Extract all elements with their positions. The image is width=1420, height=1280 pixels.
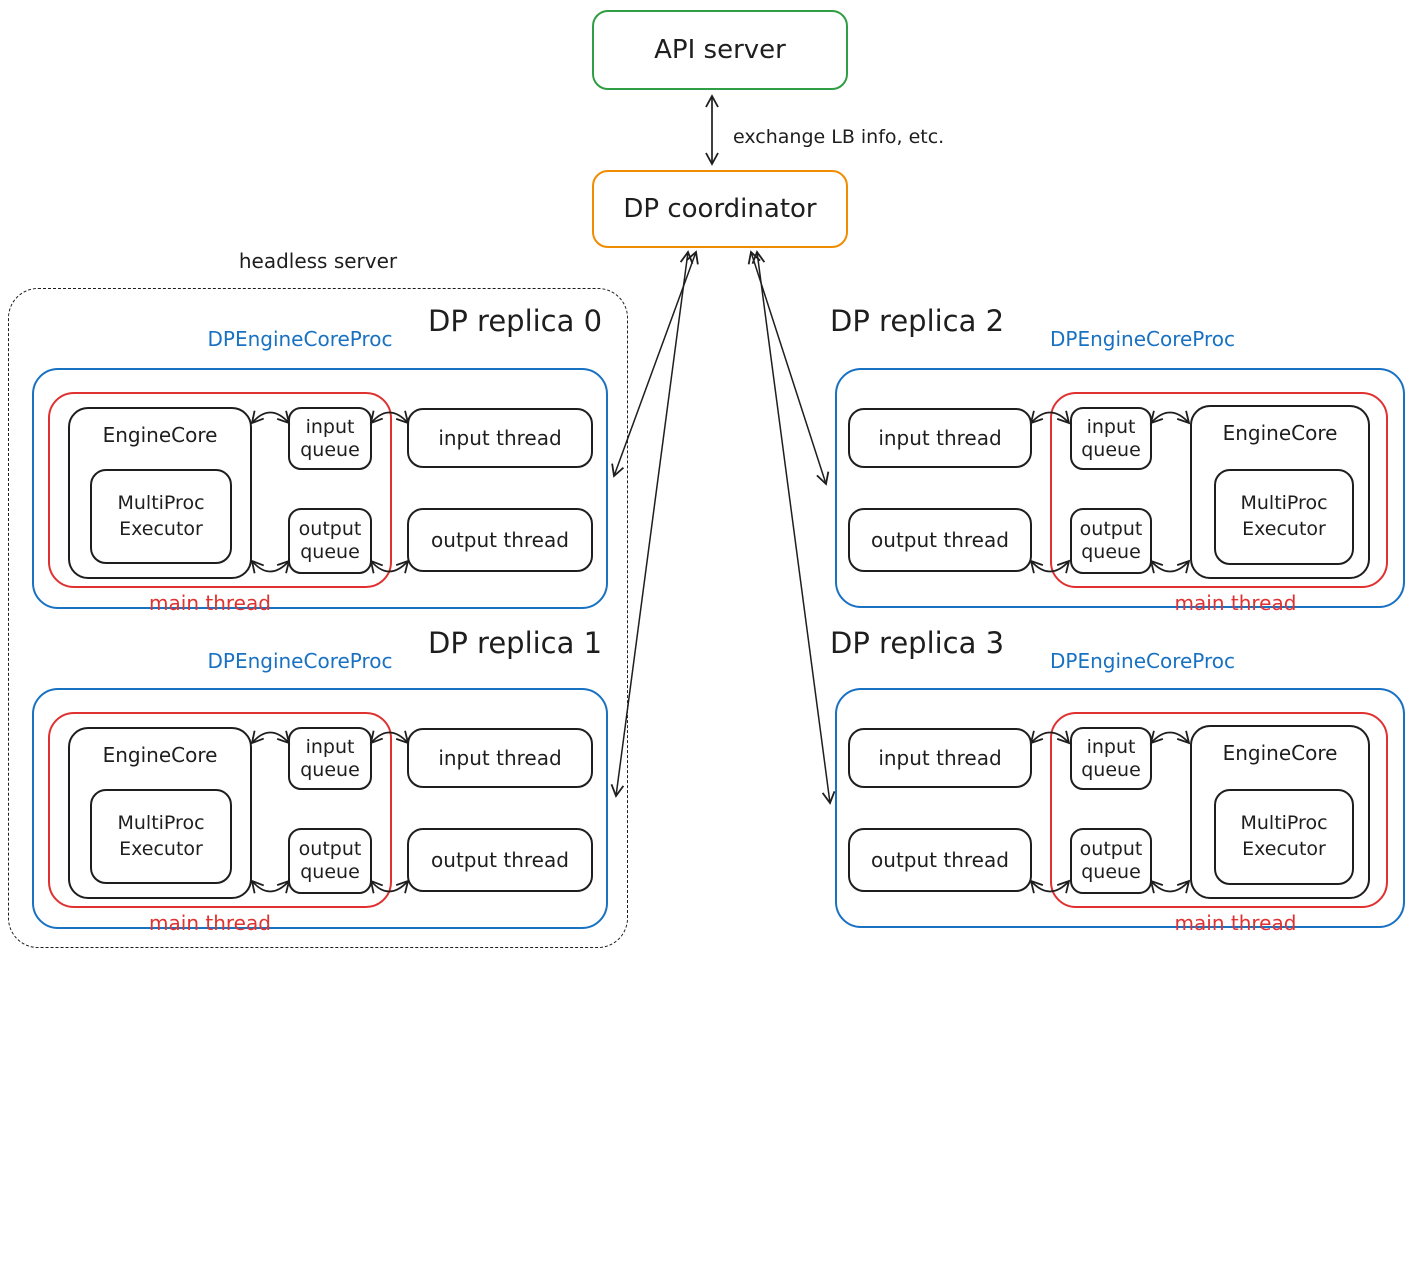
replica-0-dpenginecoreproc-label: DPEngineCoreProc (207, 327, 393, 351)
replica-3: DP replica 3 DPEngineCoreProc input thre… (0, 320, 1420, 1280)
replica-0-enginecore-box: EngineCore MultiProc Executor (68, 407, 252, 579)
replica-3-enginecore-label: EngineCore (1222, 741, 1338, 765)
replica-3-input-thread-box: input thread (848, 728, 1032, 788)
output-queue-label-line2: queue (300, 861, 360, 883)
replica-3-output-thread-box: output thread (848, 828, 1032, 892)
replica-0-output-queue-box: output queue (288, 508, 372, 574)
input-thread-label: input thread (878, 746, 1002, 770)
replica-0-input-thread-box: input thread (407, 408, 593, 468)
output-queue-label-line1: output (1079, 518, 1143, 541)
input-queue-label-line1: input (1086, 415, 1136, 438)
api-server-box: API server (592, 10, 848, 90)
replica-2-output-queue-box: output queue (1070, 508, 1152, 574)
replica-2-dpenginecoreproc-label: DPEngineCoreProc (1050, 327, 1236, 351)
executor-label-line1: MultiProc (1240, 812, 1328, 835)
input-thread-label: input thread (438, 426, 562, 450)
replica-0-enginecore-label: EngineCore (102, 423, 218, 447)
input-queue-label-line2: queue (1081, 438, 1141, 461)
replica-0: DP replica 0 DPEngineCoreProc EngineCore… (32, 304, 608, 615)
input-queue-label-line2: queue (300, 438, 360, 461)
replica-1: DP replica 1 DPEngineCoreProc EngineCore… (0, 320, 1420, 1280)
replica-2-input-queue-box: input queue (1070, 407, 1152, 470)
output-queue-label-line2: queue (1081, 541, 1141, 563)
replica-0-main-thread-label: main thread (149, 591, 271, 615)
output-queue-label-line2: queue (1081, 861, 1141, 883)
replica-3-enginecore-box: EngineCore MultiProc Executor (1190, 725, 1370, 899)
replica-1-input-thread-box: input thread (407, 728, 593, 788)
output-queue-label-line1: output (298, 518, 362, 541)
dp-coordinator-label: DP coordinator (623, 194, 817, 224)
executor-label-line1: MultiProc (117, 811, 205, 834)
executor-label-line1: MultiProc (1240, 492, 1328, 515)
replica-1-enginecore-label: EngineCore (102, 743, 218, 767)
replica-1-output-queue-box: output queue (288, 828, 372, 894)
output-queue-label-line1: output (1079, 838, 1143, 861)
output-queue-label-line1: output (298, 838, 362, 861)
input-queue-label-line1: input (305, 415, 355, 438)
replica-2-input-thread-box: input thread (848, 408, 1032, 468)
headless-server-label: headless server (238, 249, 398, 273)
replica-1-enginecore-box: EngineCore MultiProc Executor (68, 727, 252, 899)
replica-0-input-queue-box: input queue (288, 407, 372, 470)
executor-label-line2: Executor (119, 517, 203, 540)
api-server-label: API server (654, 35, 786, 65)
executor-label-line2: Executor (119, 837, 203, 860)
replica-0-multiproc-executor-box: MultiProc Executor (90, 469, 232, 564)
output-thread-label: output thread (431, 528, 569, 552)
replica-1-title: DP replica 1 (428, 626, 603, 660)
output-queue-label-line2: queue (300, 541, 360, 563)
replica-0-output-thread-box: output thread (407, 508, 593, 572)
input-queue-label-line1: input (1086, 735, 1136, 758)
input-queue-label-line1: input (305, 735, 355, 758)
replica-2-multiproc-executor-box: MultiProc Executor (1214, 469, 1354, 565)
output-thread-label: output thread (431, 848, 569, 872)
replica-2: DP replica 2 DPEngineCoreProc input thre… (830, 304, 1405, 615)
replica-3-multiproc-executor-box: MultiProc Executor (1214, 789, 1354, 885)
replica-3-output-queue-box: output queue (1070, 828, 1152, 894)
replica-1-input-queue-box: input queue (288, 727, 372, 790)
input-queue-label-line2: queue (300, 758, 360, 781)
output-thread-label: output thread (871, 848, 1009, 872)
dp-coordinator-box: DP coordinator (592, 170, 848, 248)
output-thread-label: output thread (871, 528, 1009, 552)
replica-2-main-thread-label: main thread (1174, 591, 1297, 615)
input-thread-label: input thread (878, 426, 1002, 450)
replica-1-output-thread-box: output thread (407, 828, 593, 892)
replica-3-input-queue-box: input queue (1070, 727, 1152, 790)
replica-2-title: DP replica 2 (830, 304, 1005, 338)
replica-3-dpenginecoreproc-label: DPEngineCoreProc (1050, 649, 1236, 673)
input-thread-label: input thread (438, 746, 562, 770)
replica-2-enginecore-label: EngineCore (1222, 421, 1338, 445)
executor-label-line2: Executor (1242, 838, 1326, 860)
executor-label-line2: Executor (1242, 518, 1326, 540)
replica-1-multiproc-executor-box: MultiProc Executor (90, 789, 232, 884)
executor-label-line1: MultiProc (117, 491, 205, 514)
input-queue-label-line2: queue (1081, 758, 1141, 781)
replica-2-output-thread-box: output thread (848, 508, 1032, 572)
exchange-info-label: exchange LB info, etc. (733, 126, 945, 148)
replica-1-main-thread-label: main thread (149, 911, 271, 935)
replica-3-main-thread-label: main thread (1174, 911, 1297, 935)
replica-1-dpenginecoreproc-label: DPEngineCoreProc (207, 649, 393, 673)
replica-0-title: DP replica 0 (428, 304, 603, 338)
replica-2-enginecore-box: EngineCore MultiProc Executor (1190, 405, 1370, 579)
replica-3-title: DP replica 3 (830, 626, 1005, 660)
